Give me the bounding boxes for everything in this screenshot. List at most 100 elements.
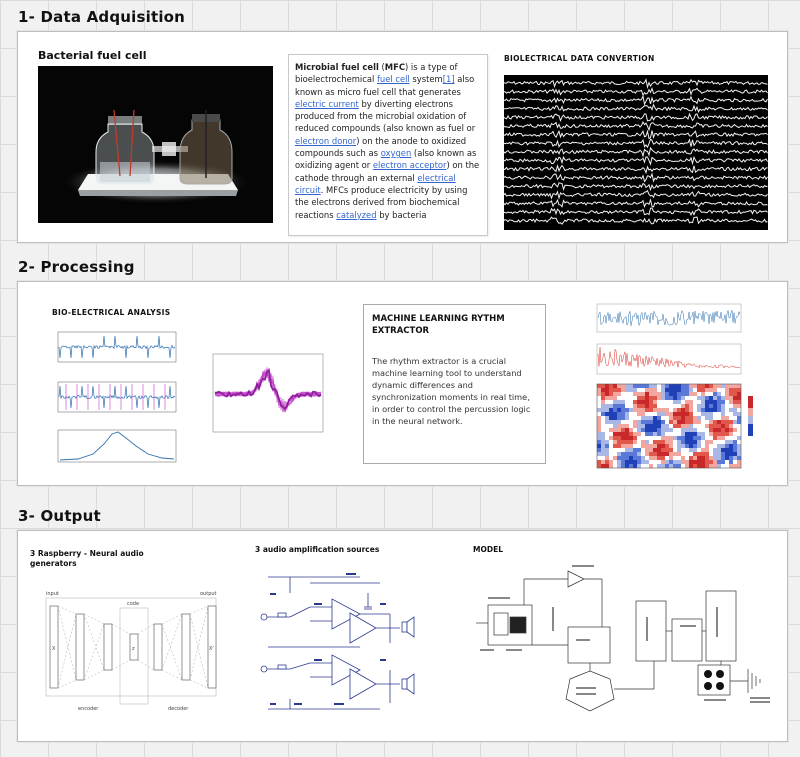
heatmap-cell	[629, 384, 634, 389]
heatmap-cell	[673, 392, 678, 397]
heatmap-cell	[657, 460, 662, 465]
heatmap-cell	[721, 428, 726, 433]
heatmap-cell	[737, 392, 742, 397]
spectrum-trace	[597, 347, 741, 369]
heatmap-cell	[725, 412, 730, 417]
heatmap-cell	[709, 412, 714, 417]
heatmap-cell	[697, 436, 702, 441]
wiki-text: also known as micro fuel cell that gener…	[295, 74, 475, 97]
heatmap-cell	[713, 420, 718, 425]
heatmap-cell	[637, 392, 642, 397]
trace-line	[504, 94, 768, 106]
heatmap-cell	[713, 416, 718, 421]
heatmap-cell	[613, 424, 618, 429]
heatmap-cell	[649, 388, 654, 393]
heatmap-cell	[709, 456, 714, 461]
link-electron-donor[interactable]: electron donor	[295, 135, 357, 146]
heatmap-cell	[613, 452, 618, 457]
heatmap-cell	[661, 444, 666, 449]
heatmap-cell	[597, 408, 602, 413]
heatmap-cell	[737, 440, 742, 445]
heatmap-cell	[637, 388, 642, 393]
heatmap-cell	[605, 404, 610, 409]
heatmap-cell	[729, 440, 734, 445]
heatmap-cell	[677, 392, 682, 397]
heatmap-cell	[641, 432, 646, 437]
link-oxygen[interactable]: oxygen	[380, 148, 412, 159]
heatmap-cell	[697, 408, 702, 413]
heatmap-cell	[713, 464, 718, 469]
heatmap-cell	[609, 460, 614, 465]
heatmap-cell	[701, 400, 706, 405]
heatmap-cell	[597, 448, 602, 453]
heatmap-cell	[709, 396, 714, 401]
section-title-output: 3- Output	[18, 507, 101, 525]
heatmap-cell	[733, 424, 738, 429]
heatmap-cell	[637, 436, 642, 441]
section-title-processing: 2- Processing	[18, 258, 135, 276]
wiki-text: ) on the cathode through an external	[295, 160, 480, 183]
heatmap-cell	[657, 412, 662, 417]
heatmap-cell	[677, 460, 682, 465]
heatmap-cell	[733, 400, 738, 405]
heatmap-cell	[733, 384, 738, 389]
heatmap-cell	[693, 424, 698, 429]
heatmap-cell	[689, 448, 694, 453]
heatmap-cell	[697, 460, 702, 465]
trace-line	[504, 138, 768, 149]
heatmap-cell	[661, 452, 666, 457]
heatmap-cell	[669, 428, 674, 433]
heatmap-cell	[645, 424, 650, 429]
heatmap-cell	[633, 432, 638, 437]
heatmap-cell	[673, 396, 678, 401]
heatmap-cell	[677, 408, 682, 413]
heatmap-cell	[677, 424, 682, 429]
heatmap-cell	[629, 448, 634, 453]
heatmap-cell	[609, 400, 614, 405]
heatmap-cell	[709, 464, 714, 469]
heatmap-cell	[633, 448, 638, 453]
heatmap-cell	[649, 448, 654, 453]
heatmap-cell	[669, 396, 674, 401]
heatmap-cell	[625, 412, 630, 417]
heatmap-cell	[613, 464, 618, 469]
heatmap-cell	[693, 444, 698, 449]
heatmap-cell	[697, 452, 702, 457]
heatmap-cell	[597, 432, 602, 437]
link-electric-current[interactable]: electric current	[295, 98, 359, 109]
heatmap-cell	[629, 420, 634, 425]
heatmap-cell	[705, 436, 710, 441]
heatmap-cell	[689, 444, 694, 449]
heatmap-cell	[677, 396, 682, 401]
link-electron-acceptor[interactable]: electron acceptor	[372, 160, 447, 171]
heatmap-cell	[681, 404, 686, 409]
heatmap-cell	[609, 440, 614, 445]
heatmap-cell	[697, 404, 702, 409]
link-reference-1[interactable]: [1]	[442, 74, 455, 85]
heatmap-cell	[637, 444, 642, 449]
heatmap-cell	[601, 432, 606, 437]
heatmap-cell	[701, 428, 706, 433]
autoencoder-diagram: input output code X z X' encoder decoder	[38, 586, 228, 716]
fuel-cell-photo	[38, 66, 273, 223]
heatmap-cell	[633, 456, 638, 461]
heatmap-cell	[601, 384, 606, 389]
heatmap-cell	[625, 444, 630, 449]
heatmap-cell	[669, 440, 674, 445]
heatmap-cell	[729, 448, 734, 453]
heatmap-cell	[717, 428, 722, 433]
heatmap-cell	[729, 404, 734, 409]
heatmap-cell	[705, 408, 710, 413]
heatmap-cell	[633, 404, 638, 409]
link-electrical-circuit[interactable]: electrical circuit	[295, 172, 456, 195]
link-fuel-cell[interactable]: fuel cell	[376, 74, 410, 85]
heatmap-cell	[597, 460, 602, 465]
heatmap-cell	[649, 436, 654, 441]
heatmap-cell	[685, 412, 690, 417]
link-catalyzed[interactable]: catalyzed	[336, 209, 377, 220]
heatmap-cell	[605, 460, 610, 465]
heatmap-cell	[673, 436, 678, 441]
heatmap-cell	[621, 400, 626, 405]
heatmap-cell	[685, 456, 690, 461]
heatmap-cell	[641, 384, 646, 389]
